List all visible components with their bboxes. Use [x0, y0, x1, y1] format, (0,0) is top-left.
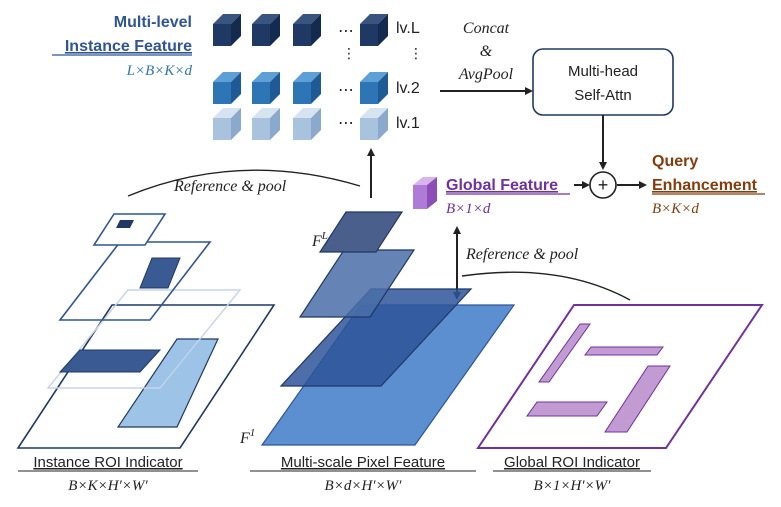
plus-symbol: +	[598, 175, 609, 195]
cube-lv-1-1	[213, 108, 241, 140]
reference-pool-label-left: Reference & pool	[173, 178, 287, 195]
pixel-feature-stack	[260, 211, 516, 446]
cube-lv-2-1	[213, 72, 241, 104]
cube-lv-2-4	[360, 72, 388, 104]
query-title-line1: Query	[652, 153, 698, 170]
global-feature-title: Global Feature	[446, 177, 558, 194]
cube-lv-2-3	[293, 72, 321, 104]
pixel-feature-top-label: FL	[311, 230, 328, 250]
instance-roi-shape: B×K×H′×W′	[68, 478, 148, 494]
instance-roi-plane-top	[92, 213, 167, 246]
instance-roi-region-smallest	[116, 220, 134, 228]
instance-roi-region-bottom	[116, 338, 219, 428]
cube-lv-1-2	[252, 108, 280, 140]
instance-feature-title-line1: Multi-level	[114, 14, 192, 31]
pixel-feature-plane-L	[318, 211, 404, 253]
instance-roi-region-top	[139, 257, 181, 289]
cube-lv-1-4	[360, 108, 388, 140]
vertical-ellipsis-levels: ⋮	[409, 45, 423, 61]
global-roi-region-3	[526, 401, 608, 417]
instance-feature-cube-grid	[213, 14, 388, 140]
ampersand-label: &	[480, 43, 493, 60]
global-roi-region-2	[584, 346, 664, 356]
global-roi-plane	[476, 304, 764, 449]
reference-pool-curve-right	[461, 271, 631, 301]
cube-lv-2-2	[252, 72, 280, 104]
plus-node	[589, 171, 617, 199]
avgpool-label: AvgPool	[458, 66, 514, 83]
instance-roi-caption: Instance ROI Indicator	[33, 454, 182, 471]
global-roi-region-4	[604, 365, 671, 433]
concat-label: Concat	[463, 20, 510, 37]
instance-roi-region-mid	[58, 349, 162, 373]
instance-feature-shape: L×B×K×d	[126, 63, 193, 79]
ellipsis-lv-L: ⋯	[338, 23, 354, 40]
instance-feature-title-line2: Instance Feature	[65, 38, 192, 55]
cube-lv-1-3	[293, 108, 321, 140]
cube-lv-L-2	[252, 14, 280, 46]
level-label-2: lv.2	[396, 80, 420, 97]
pixel-feature-plane-3	[298, 249, 416, 318]
self-attention-line2: Self-Attn	[574, 87, 632, 104]
ellipsis-lv-2: ⋯	[338, 82, 354, 99]
query-title-line2: Enhancement	[652, 177, 758, 194]
pixel-feature-shape: B×d×H′×W′	[325, 478, 403, 494]
global-roi-shape: B×1×H′×W′	[534, 478, 612, 494]
pixel-feature-caption: Multi-scale Pixel Feature	[281, 454, 445, 471]
global-roi-region-1	[538, 323, 591, 383]
pixel-feature-plane-2	[279, 288, 473, 387]
instance-roi-plane-mid	[58, 241, 212, 321]
ellipsis-lv-1: ⋯	[338, 115, 354, 132]
reference-pool-label-right: Reference & pool	[465, 246, 579, 263]
global-roi-caption: Global ROI Indicator	[504, 454, 640, 471]
cube-lv-L-3	[293, 14, 321, 46]
level-label-L: lv.L	[396, 20, 420, 37]
reference-pool-curve-left	[127, 169, 361, 197]
cube-lv-L-1	[213, 14, 241, 46]
self-attention-line1: Multi-head	[568, 63, 638, 80]
self-attention-box	[532, 48, 674, 116]
global-feature-cube	[413, 177, 437, 209]
instance-roi-plane-light	[46, 289, 242, 389]
query-shape: B×K×d	[652, 201, 699, 217]
global-feature-shape: B×1×d	[446, 201, 491, 217]
cube-lv-L-4	[360, 14, 388, 46]
vertical-ellipsis-grid: ⋮	[342, 45, 356, 61]
level-label-1: lv.1	[396, 115, 420, 132]
pixel-feature-bottom-label: F1	[239, 427, 255, 447]
instance-roi-stack	[16, 213, 276, 449]
